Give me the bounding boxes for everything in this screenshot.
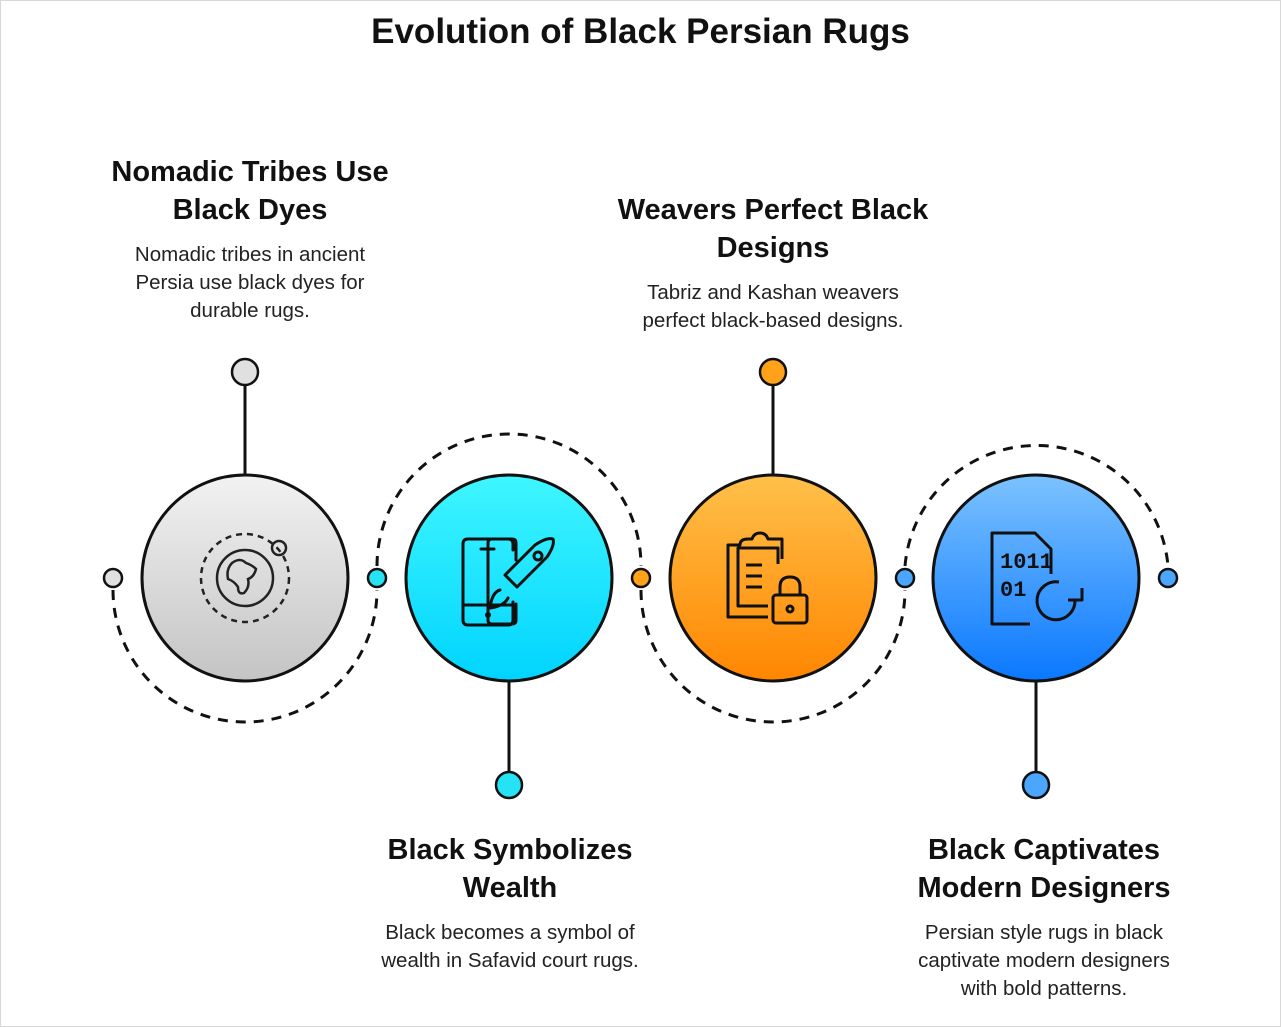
- diagram-title: Evolution of Black Persian Rugs: [371, 12, 910, 51]
- connector-dot: [630, 567, 652, 589]
- connector-dot: [366, 567, 388, 589]
- step-circle-3: [668, 473, 878, 683]
- dashed-arc-3: [639, 589, 907, 724]
- binary-file-refresh-icon: 1011 01: [990, 531, 1084, 626]
- svg-text:1011: 1011: [1000, 550, 1053, 575]
- stem-dot-4: [1021, 770, 1051, 800]
- dashed-arc-1: [111, 589, 379, 724]
- connector-dot: [894, 567, 916, 589]
- step-circle-4: [931, 473, 1141, 683]
- connector-dot: [102, 567, 124, 589]
- clipboard-lock-icon: [726, 531, 809, 625]
- dashed-arc-2: [375, 432, 643, 567]
- svg-text:01: 01: [1000, 578, 1026, 603]
- connector-dot: [1157, 567, 1179, 589]
- globe-icon: [199, 532, 291, 624]
- stem-dot-2: [494, 770, 524, 800]
- step-circle-1: [140, 473, 350, 683]
- stem-dot-1: [230, 357, 260, 387]
- mobile-rocket-icon: [461, 537, 555, 627]
- dashed-arc-4: [903, 444, 1170, 567]
- stem-dot-3: [758, 357, 788, 387]
